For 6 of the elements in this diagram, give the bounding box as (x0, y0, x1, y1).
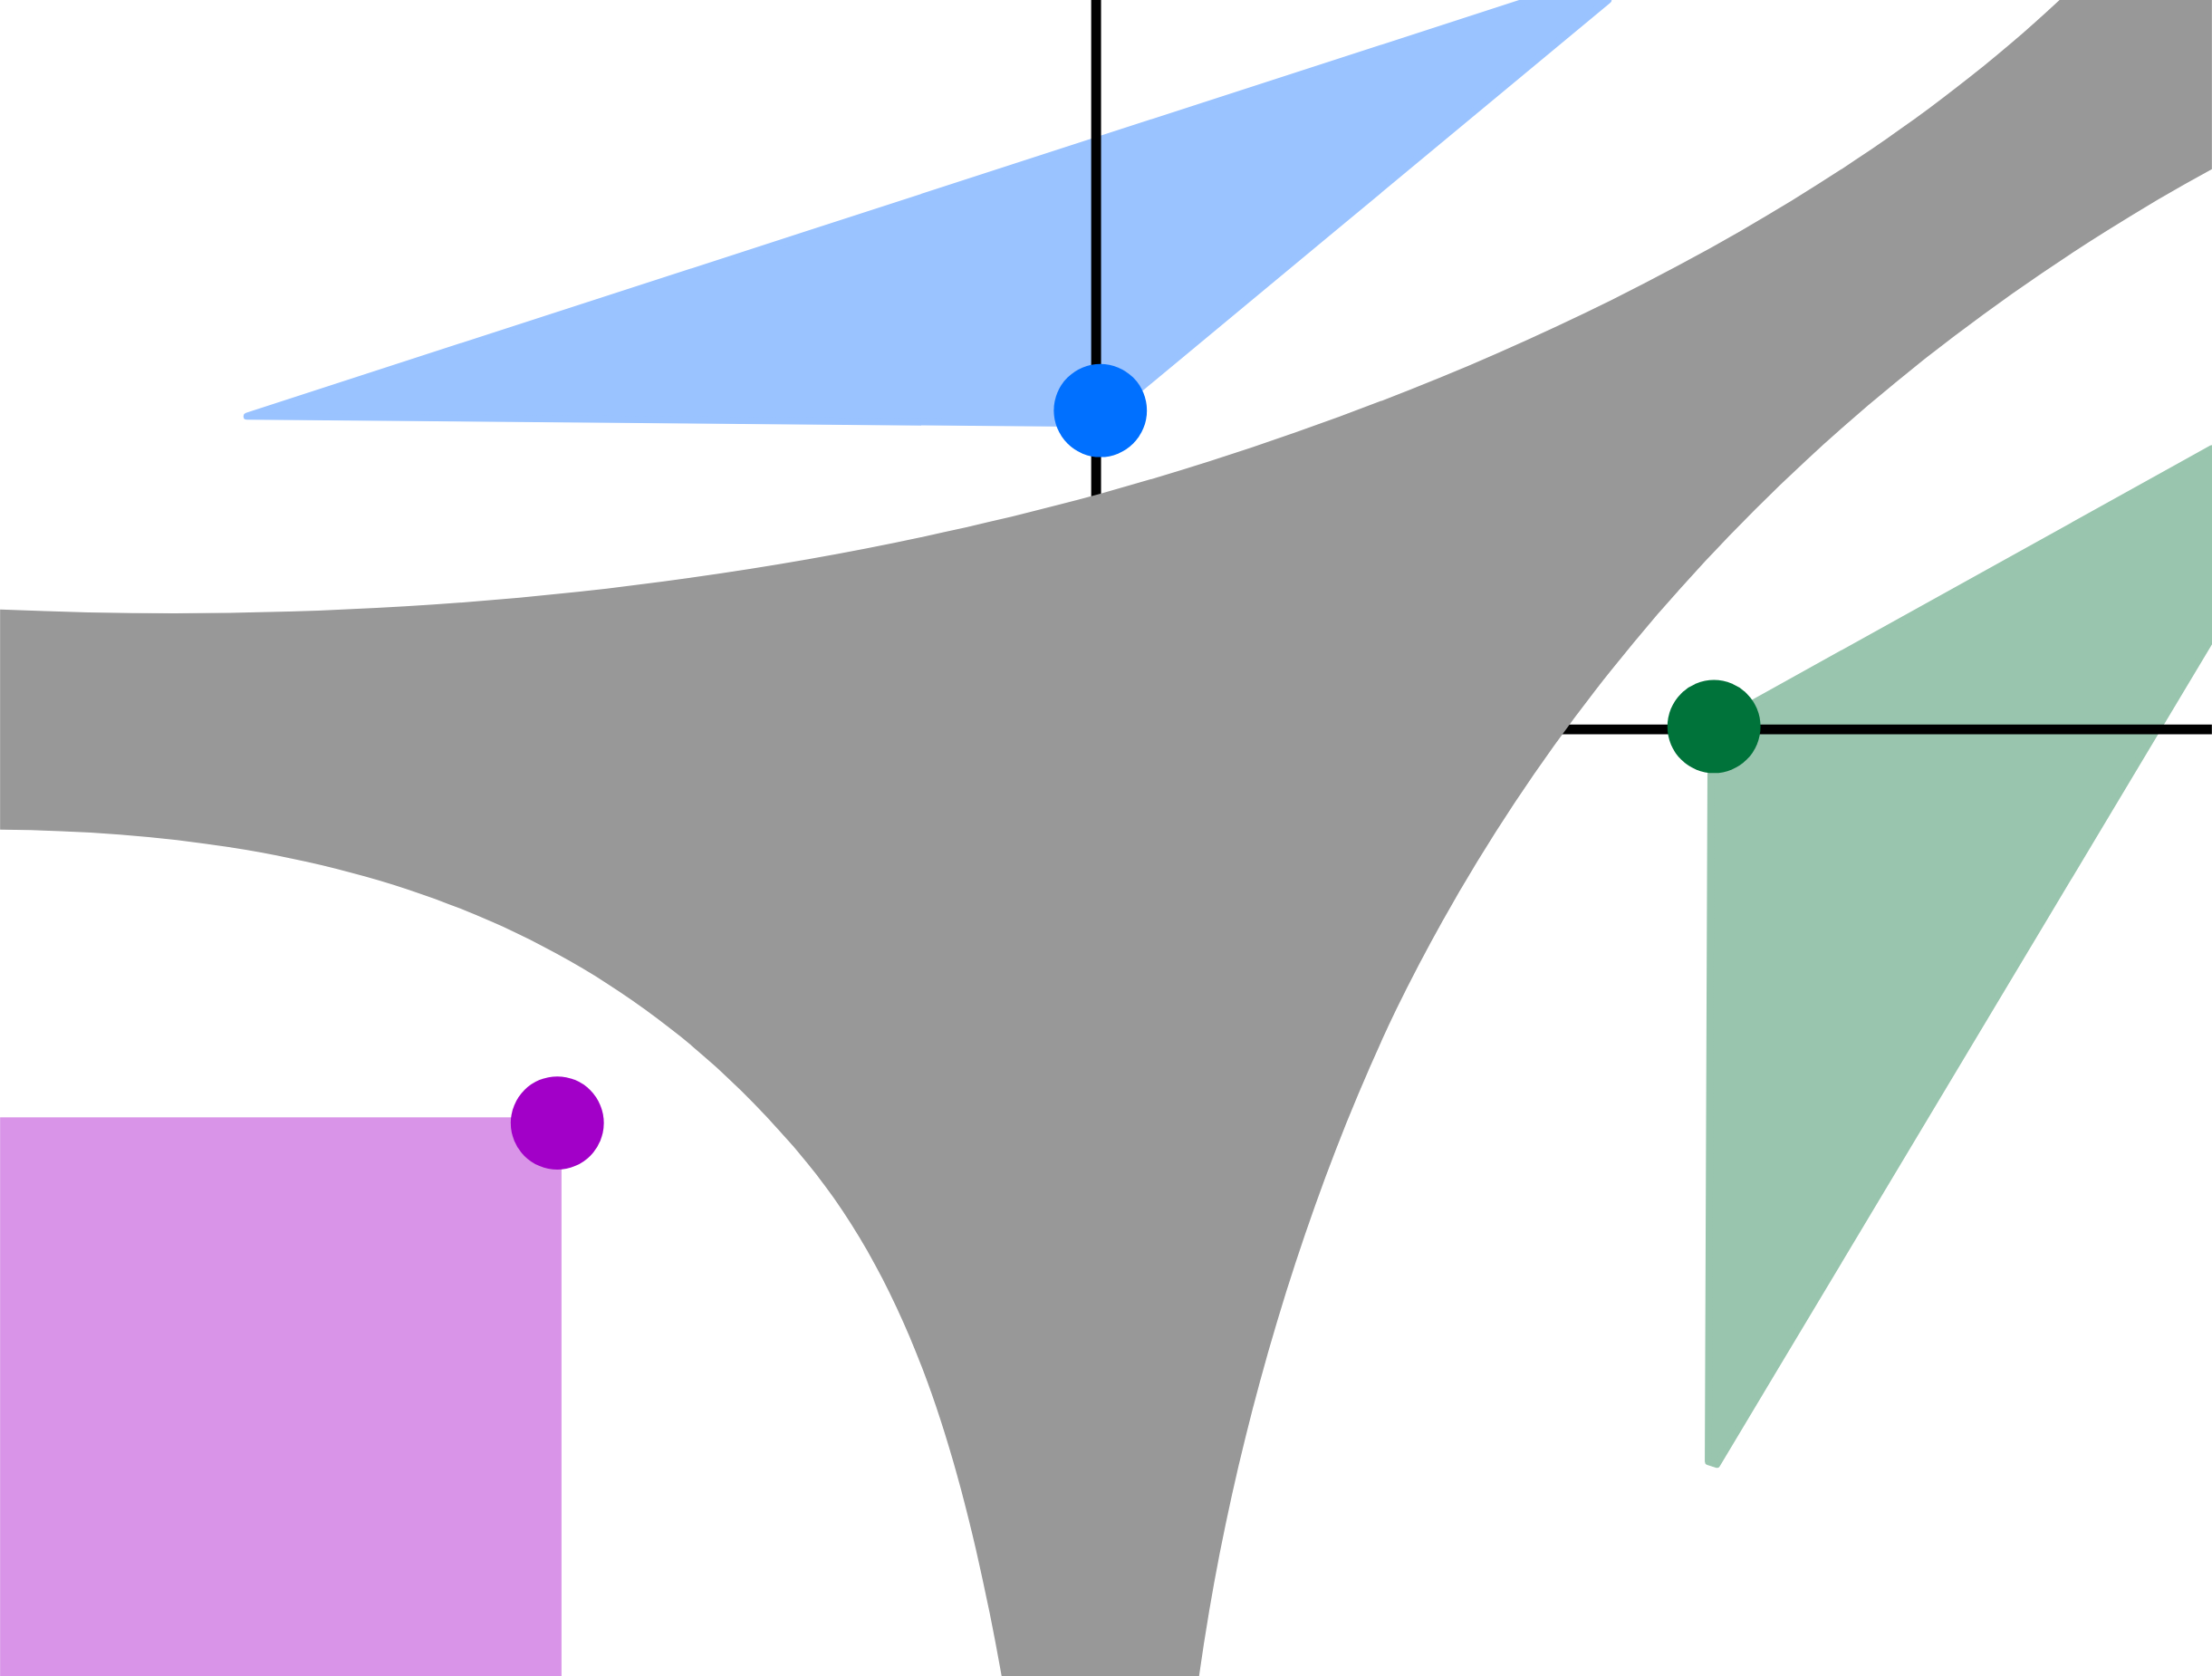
square (0, 1117, 562, 1676)
dot (1053, 363, 1148, 458)
dot (510, 1076, 604, 1170)
triangle (1705, 445, 2212, 1469)
triangle (243, 0, 1612, 428)
dot (1667, 679, 1761, 774)
